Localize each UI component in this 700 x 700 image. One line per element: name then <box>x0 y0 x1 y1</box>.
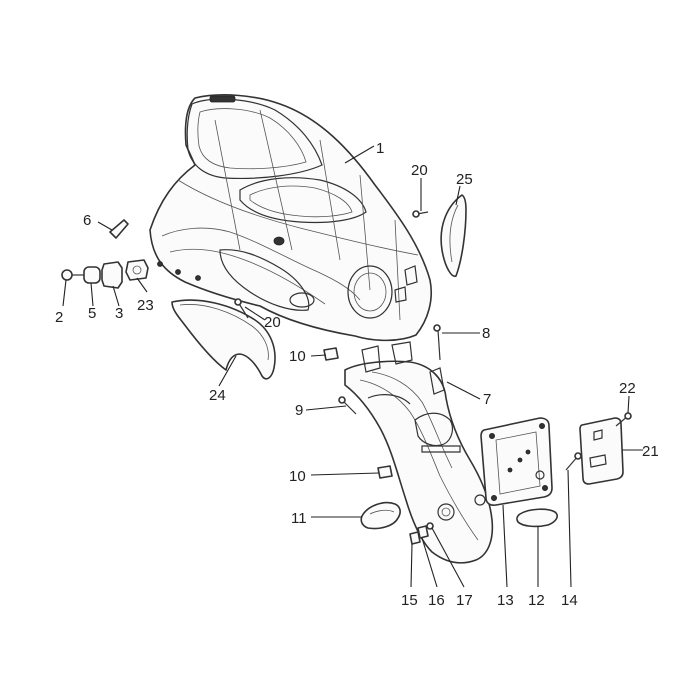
part-front-fairing <box>149 94 432 342</box>
callout-label: 2 <box>55 309 63 326</box>
callout-label: 12 <box>528 592 545 609</box>
callout-label: 25 <box>456 171 473 188</box>
callout-label: 1 <box>376 140 384 157</box>
part-plate-bracket <box>480 417 553 506</box>
callout-label: 5 <box>88 305 96 322</box>
callout-label: 22 <box>619 380 636 397</box>
callout-labels: 1 2 3 5 6 7 8 9 10 10 11 12 13 14 15 16 … <box>55 140 659 609</box>
callout-label: 23 <box>137 297 154 314</box>
callout-label: 7 <box>483 391 491 408</box>
callout-label: 16 <box>428 592 445 609</box>
part-small-side-cover <box>440 194 467 277</box>
part-plate-holder <box>579 417 624 485</box>
callout-label: 9 <box>295 402 303 419</box>
part-lens <box>516 508 558 528</box>
callout-label: 15 <box>401 592 418 609</box>
part-rear-mudguard <box>344 341 494 564</box>
leader-lines <box>62 145 643 588</box>
callout-label: 6 <box>83 212 91 229</box>
part-side-trim-panel <box>171 299 276 380</box>
callout-label: 10 <box>289 348 306 365</box>
callout-label: 21 <box>642 443 659 460</box>
callout-label: 24 <box>209 387 226 404</box>
callout-label: 20 <box>411 162 428 179</box>
callout-label: 17 <box>456 592 473 609</box>
callout-label: 14 <box>561 592 578 609</box>
callout-label: 13 <box>497 592 514 609</box>
part-screws-and-fasteners <box>61 210 632 545</box>
callout-label: 10 <box>289 468 306 485</box>
callout-label: 20 <box>264 314 281 331</box>
callout-label: 11 <box>291 510 307 527</box>
part-reflector <box>360 501 401 530</box>
callout-label: 3 <box>115 305 123 322</box>
callout-label: 8 <box>482 325 490 342</box>
